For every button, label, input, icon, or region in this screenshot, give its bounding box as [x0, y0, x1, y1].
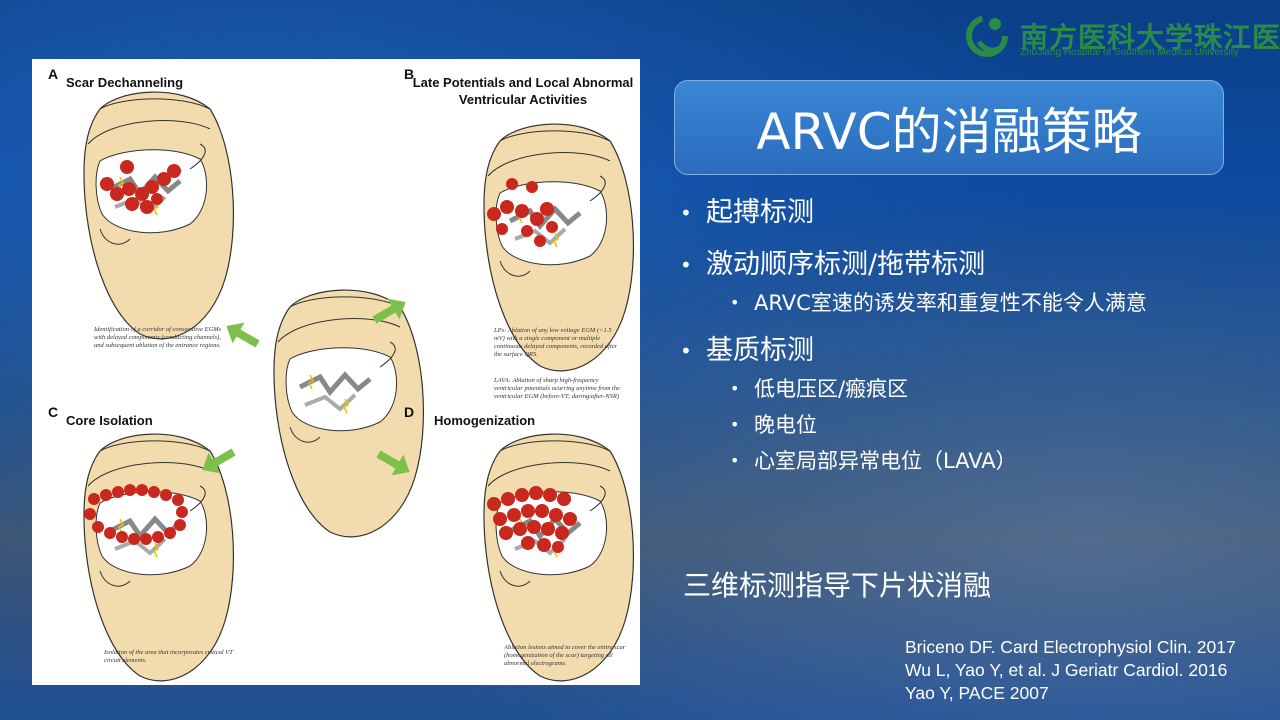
sub-bullet-induction: ARVC室速的诱发率和重复性不能令人满意 — [680, 289, 1260, 317]
lesions-b — [487, 178, 558, 247]
reference-1: Briceno DF. Card Electrophysiol Clin. 20… — [905, 637, 1236, 657]
hospital-logo: 南方医科大学珠江医院 ZhuJiang Hospital of Southern… — [965, 10, 1280, 62]
reference-3: Yao Y, PACE 2007 — [905, 683, 1049, 703]
heart-diagram-a — [84, 92, 233, 339]
lesions-c — [84, 484, 188, 545]
panel-d-caption: Ablation lesions aimed to cover the enti… — [504, 644, 626, 667]
arrow-to-a — [220, 315, 264, 355]
panel-b-caption-2: LAVA: Ablation of sharp high-frequency v… — [494, 377, 620, 400]
panel-c-title: Core Isolation — [66, 413, 153, 428]
panel-d-title: Homogenization — [434, 413, 536, 428]
sub-bullet-low-voltage: 低电压区/瘢痕区 — [680, 375, 1260, 403]
panel-b-letter: B — [404, 66, 415, 82]
bullet-list: 起搏标测 激动顺序标测/拖带标测 ARVC室速的诱发率和重复性不能令人满意 基质… — [680, 195, 1260, 483]
sub-bullet-lava: 心室局部异常电位（LAVA） — [680, 447, 1260, 475]
references: Briceno DF. Card Electrophysiol Clin. 20… — [905, 636, 1236, 705]
panel-b-title: Late Potentials and Local Abnormal Ventr… — [412, 75, 634, 107]
logo-name: 南方医科大学珠江医院 — [1020, 21, 1280, 54]
panel-a-caption: Identification of a corridor of consecut… — [94, 326, 222, 349]
panel-b-caption: LPs: Ablation of any low voltage EGM (<1… — [494, 327, 618, 358]
panel-c-letter: C — [48, 404, 59, 420]
bullet-activation-mapping: 激动顺序标测/拖带标测 — [680, 247, 1260, 283]
panel-c-caption: Isolation of the area that incorporates … — [104, 649, 233, 664]
panel-a-letter: A — [48, 66, 59, 82]
bullet-pacing-mapping: 起搏标测 — [680, 195, 1260, 231]
hospital-emblem-icon — [966, 15, 1008, 57]
reference-2: Wu L, Yao Y, et al. J Geriatr Cardiol. 2… — [905, 660, 1228, 680]
slide-title-box: ARVC的消融策略 — [674, 80, 1224, 175]
panel-a-title: Scar Dechanneling — [66, 75, 184, 90]
lesions-a — [100, 160, 181, 214]
panel-d-letter: D — [404, 404, 415, 420]
heart-diagram-center — [274, 290, 423, 537]
bullet-substrate-mapping: 基质标测 — [680, 333, 1260, 369]
slide-title: ARVC的消融策略 — [756, 102, 1142, 161]
sub-bullet-late-potentials: 晚电位 — [680, 411, 1260, 439]
lesions-d — [487, 486, 577, 553]
heart-diagrams — [32, 59, 640, 685]
summary-text: 三维标测指导下片状消融 — [683, 569, 992, 602]
ablation-strategies-figure: A Scar Dechanneling Identification of a … — [32, 59, 640, 685]
logo-subtitle: ZhuJiang Hospital of Southern Medical Un… — [1020, 47, 1239, 58]
